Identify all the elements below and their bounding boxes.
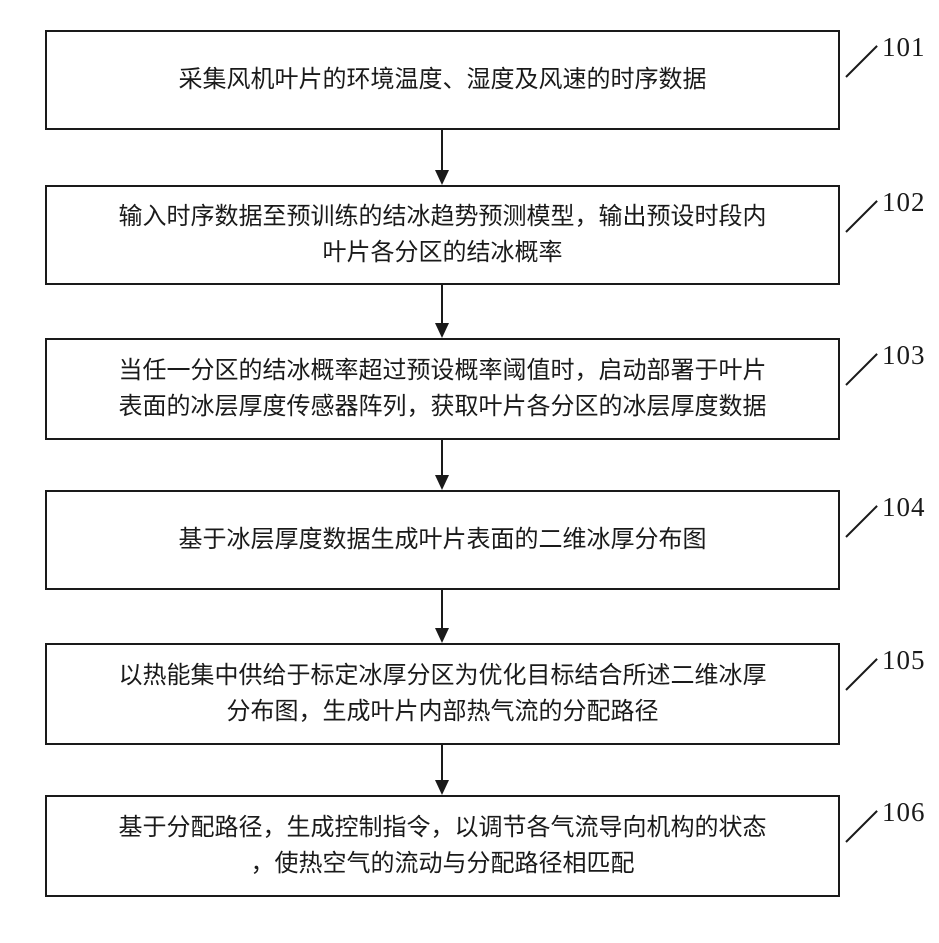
process-box-101: 采集风机叶片的环境温度、湿度及风速的时序数据	[45, 30, 840, 130]
process-box-101-text: 采集风机叶片的环境温度、湿度及风速的时序数据	[178, 67, 707, 93]
process-box-104-text: 基于冰层厚度数据生成叶片表面的二维冰厚分布图	[178, 527, 707, 553]
label-connector-104	[845, 505, 878, 538]
label-connector-103	[845, 353, 878, 386]
flow-arrow-3	[435, 440, 449, 490]
process-box-106-text: 基于分配路径，生成控制指令，以调节各气流导向机构的状态 ，使热空气的流动与分配路…	[118, 815, 767, 877]
step-label-101: 101	[882, 32, 926, 62]
label-connector-101	[845, 45, 878, 78]
process-box-104: 基于冰层厚度数据生成叶片表面的二维冰厚分布图	[45, 490, 840, 590]
step-label-102: 102	[882, 187, 926, 217]
flow-arrow-2	[435, 285, 449, 338]
flow-arrow-5	[435, 745, 449, 795]
step-label-106: 106	[882, 797, 926, 827]
process-box-105-text: 以热能集中供给于标定冰厚分区为优化目标结合所述二维冰厚 分布图，生成叶片内部热气…	[118, 663, 767, 725]
process-box-103: 当任一分区的结冰概率超过预设概率阈值时，启动部署于叶片 表面的冰层厚度传感器阵列…	[45, 338, 840, 440]
flow-arrow-4	[435, 590, 449, 643]
flow-arrow-1	[435, 130, 449, 185]
step-label-105: 105	[882, 645, 926, 675]
step-label-104: 104	[882, 492, 926, 522]
label-connector-106	[845, 810, 878, 843]
process-box-102: 输入时序数据至预训练的结冰趋势预测模型，输出预设时段内 叶片各分区的结冰概率	[45, 185, 840, 285]
label-connector-102	[845, 200, 878, 233]
label-connector-105	[845, 658, 878, 691]
process-box-102-text: 输入时序数据至预训练的结冰趋势预测模型，输出预设时段内 叶片各分区的结冰概率	[118, 204, 767, 266]
process-box-106: 基于分配路径，生成控制指令，以调节各气流导向机构的状态 ，使热空气的流动与分配路…	[45, 795, 840, 897]
process-box-103-text: 当任一分区的结冰概率超过预设概率阈值时，启动部署于叶片 表面的冰层厚度传感器阵列…	[118, 358, 767, 420]
process-box-105: 以热能集中供给于标定冰厚分区为优化目标结合所述二维冰厚 分布图，生成叶片内部热气…	[45, 643, 840, 745]
step-label-103: 103	[882, 340, 926, 370]
